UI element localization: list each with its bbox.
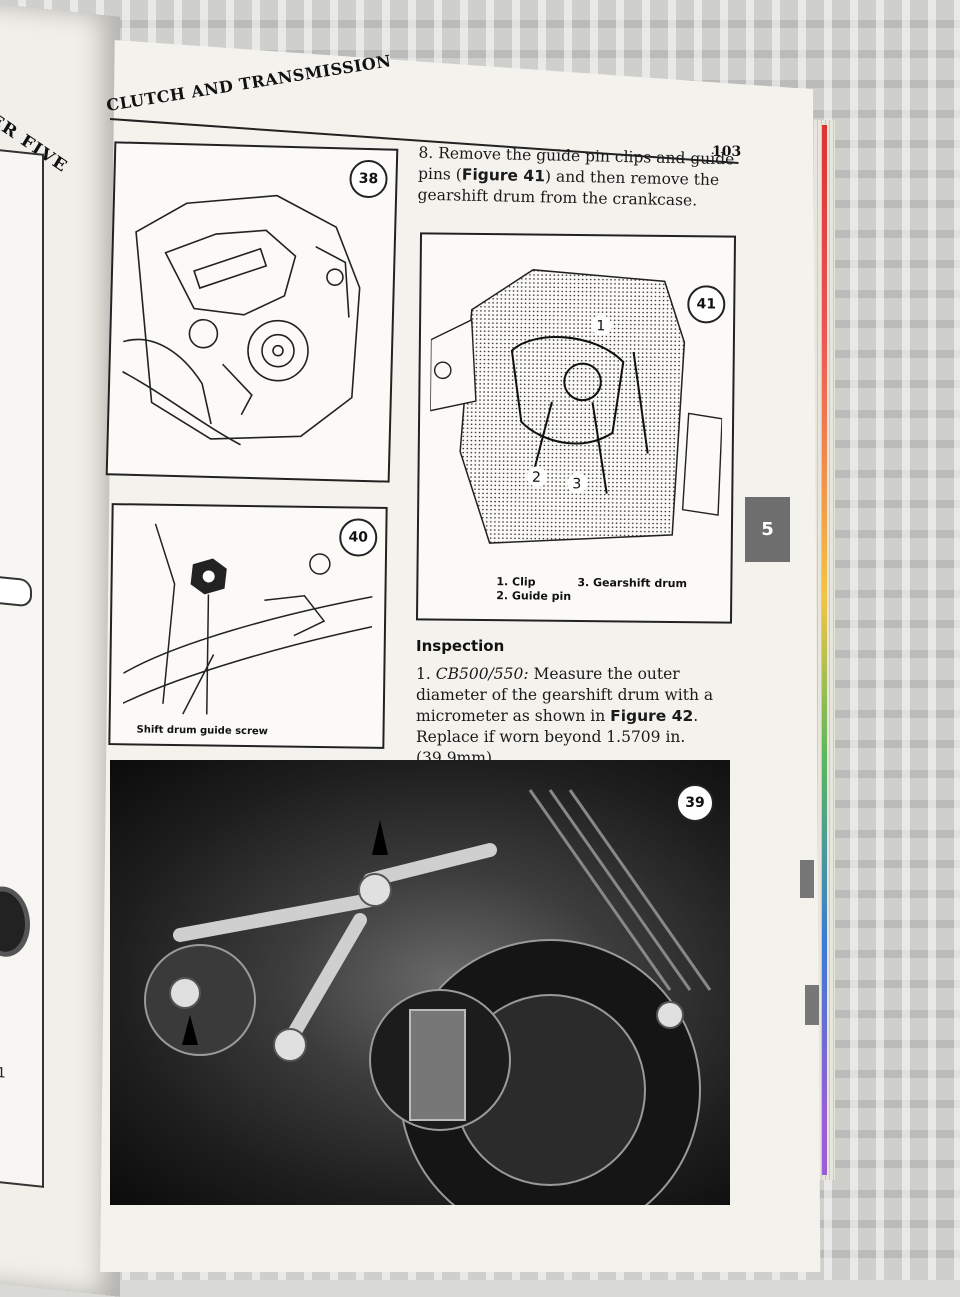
oil-seal-drawing — [0, 883, 30, 960]
figure-41: 41 1 2 3 1. Clip — [415, 232, 737, 624]
inspection-step-1: 1. CB500/550: Measure the outer diameter… — [416, 664, 734, 769]
figure-38-line-drawing — [122, 194, 361, 446]
figure-39-engine-image — [144, 789, 712, 1205]
callout-3: 3 — [572, 476, 581, 492]
model-designation: CB500/550: — [435, 665, 529, 683]
figure-38: 38 — [105, 141, 399, 483]
figure-41-legend: 1. Clip 3. Gearshift drum 2. Guide pin — [496, 575, 687, 605]
edge-index-mark — [805, 985, 819, 1025]
figure-40-line-drawing — [122, 523, 373, 715]
callout-2: 2 — [532, 470, 541, 486]
legend-item-gearshift-drum: 3. Gearshift drum — [577, 576, 688, 591]
figure-40: 40 Shift drum guide screw — [108, 503, 388, 749]
page-number: 103 — [712, 144, 742, 160]
part-callout-number: 21 — [0, 1063, 6, 1082]
step-1-text-a: Measure the outer diameter of the gearsh… — [416, 665, 714, 725]
step-8-paragraph: 8. Remove the guide pin clips and guide … — [417, 143, 736, 213]
figure-39-photo: 39 — [110, 760, 730, 1205]
edge-index-mark — [800, 860, 814, 898]
figure-41-reference: Figure 41 — [461, 165, 546, 186]
legend-item-clip: 1. Clip — [496, 575, 536, 589]
step-1-number: 1. — [416, 665, 436, 683]
figure-40-caption: Shift drum guide screw — [136, 724, 269, 738]
inspection-heading: Inspection — [416, 637, 505, 655]
figure-41-line-drawing: 1 2 3 — [429, 269, 723, 544]
callout-1: 1 — [596, 318, 605, 334]
chapter-thumb-tab: 5 — [745, 497, 790, 562]
shaft-end-drawing — [0, 575, 32, 608]
left-page: APTER FIVE 21 — [0, 0, 120, 1297]
figure-39-number: 39 — [676, 784, 714, 822]
left-page-figure-frame: 21 — [0, 143, 44, 1188]
color-index-strip — [822, 125, 827, 1175]
legend-item-guide-pin: 2. Guide pin — [496, 589, 572, 603]
figure-42-reference: Figure 42 — [610, 707, 694, 725]
